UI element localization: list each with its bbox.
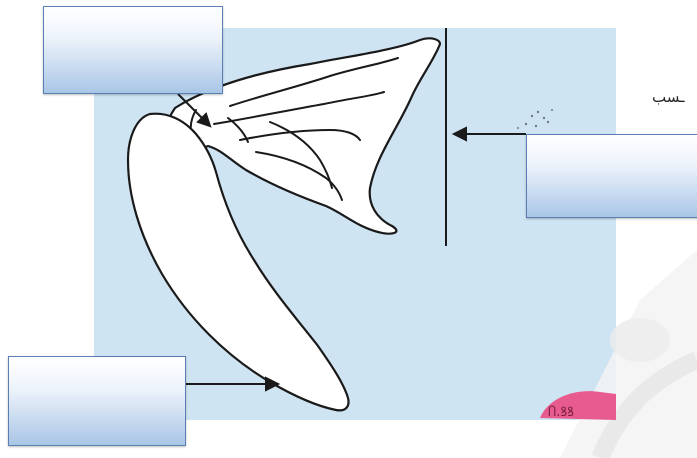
label-box-right[interactable]: [526, 134, 697, 218]
watermark: [560, 250, 697, 458]
pink-badge-text: Ⴖ.ꝸꝸ: [548, 405, 574, 420]
faint-marks: [517, 109, 553, 129]
side-arabic-text: ـسب: [652, 88, 685, 106]
label-box-bottom[interactable]: [8, 356, 186, 446]
arrow-right-head: [454, 128, 466, 140]
label-box-top[interactable]: [43, 6, 223, 94]
